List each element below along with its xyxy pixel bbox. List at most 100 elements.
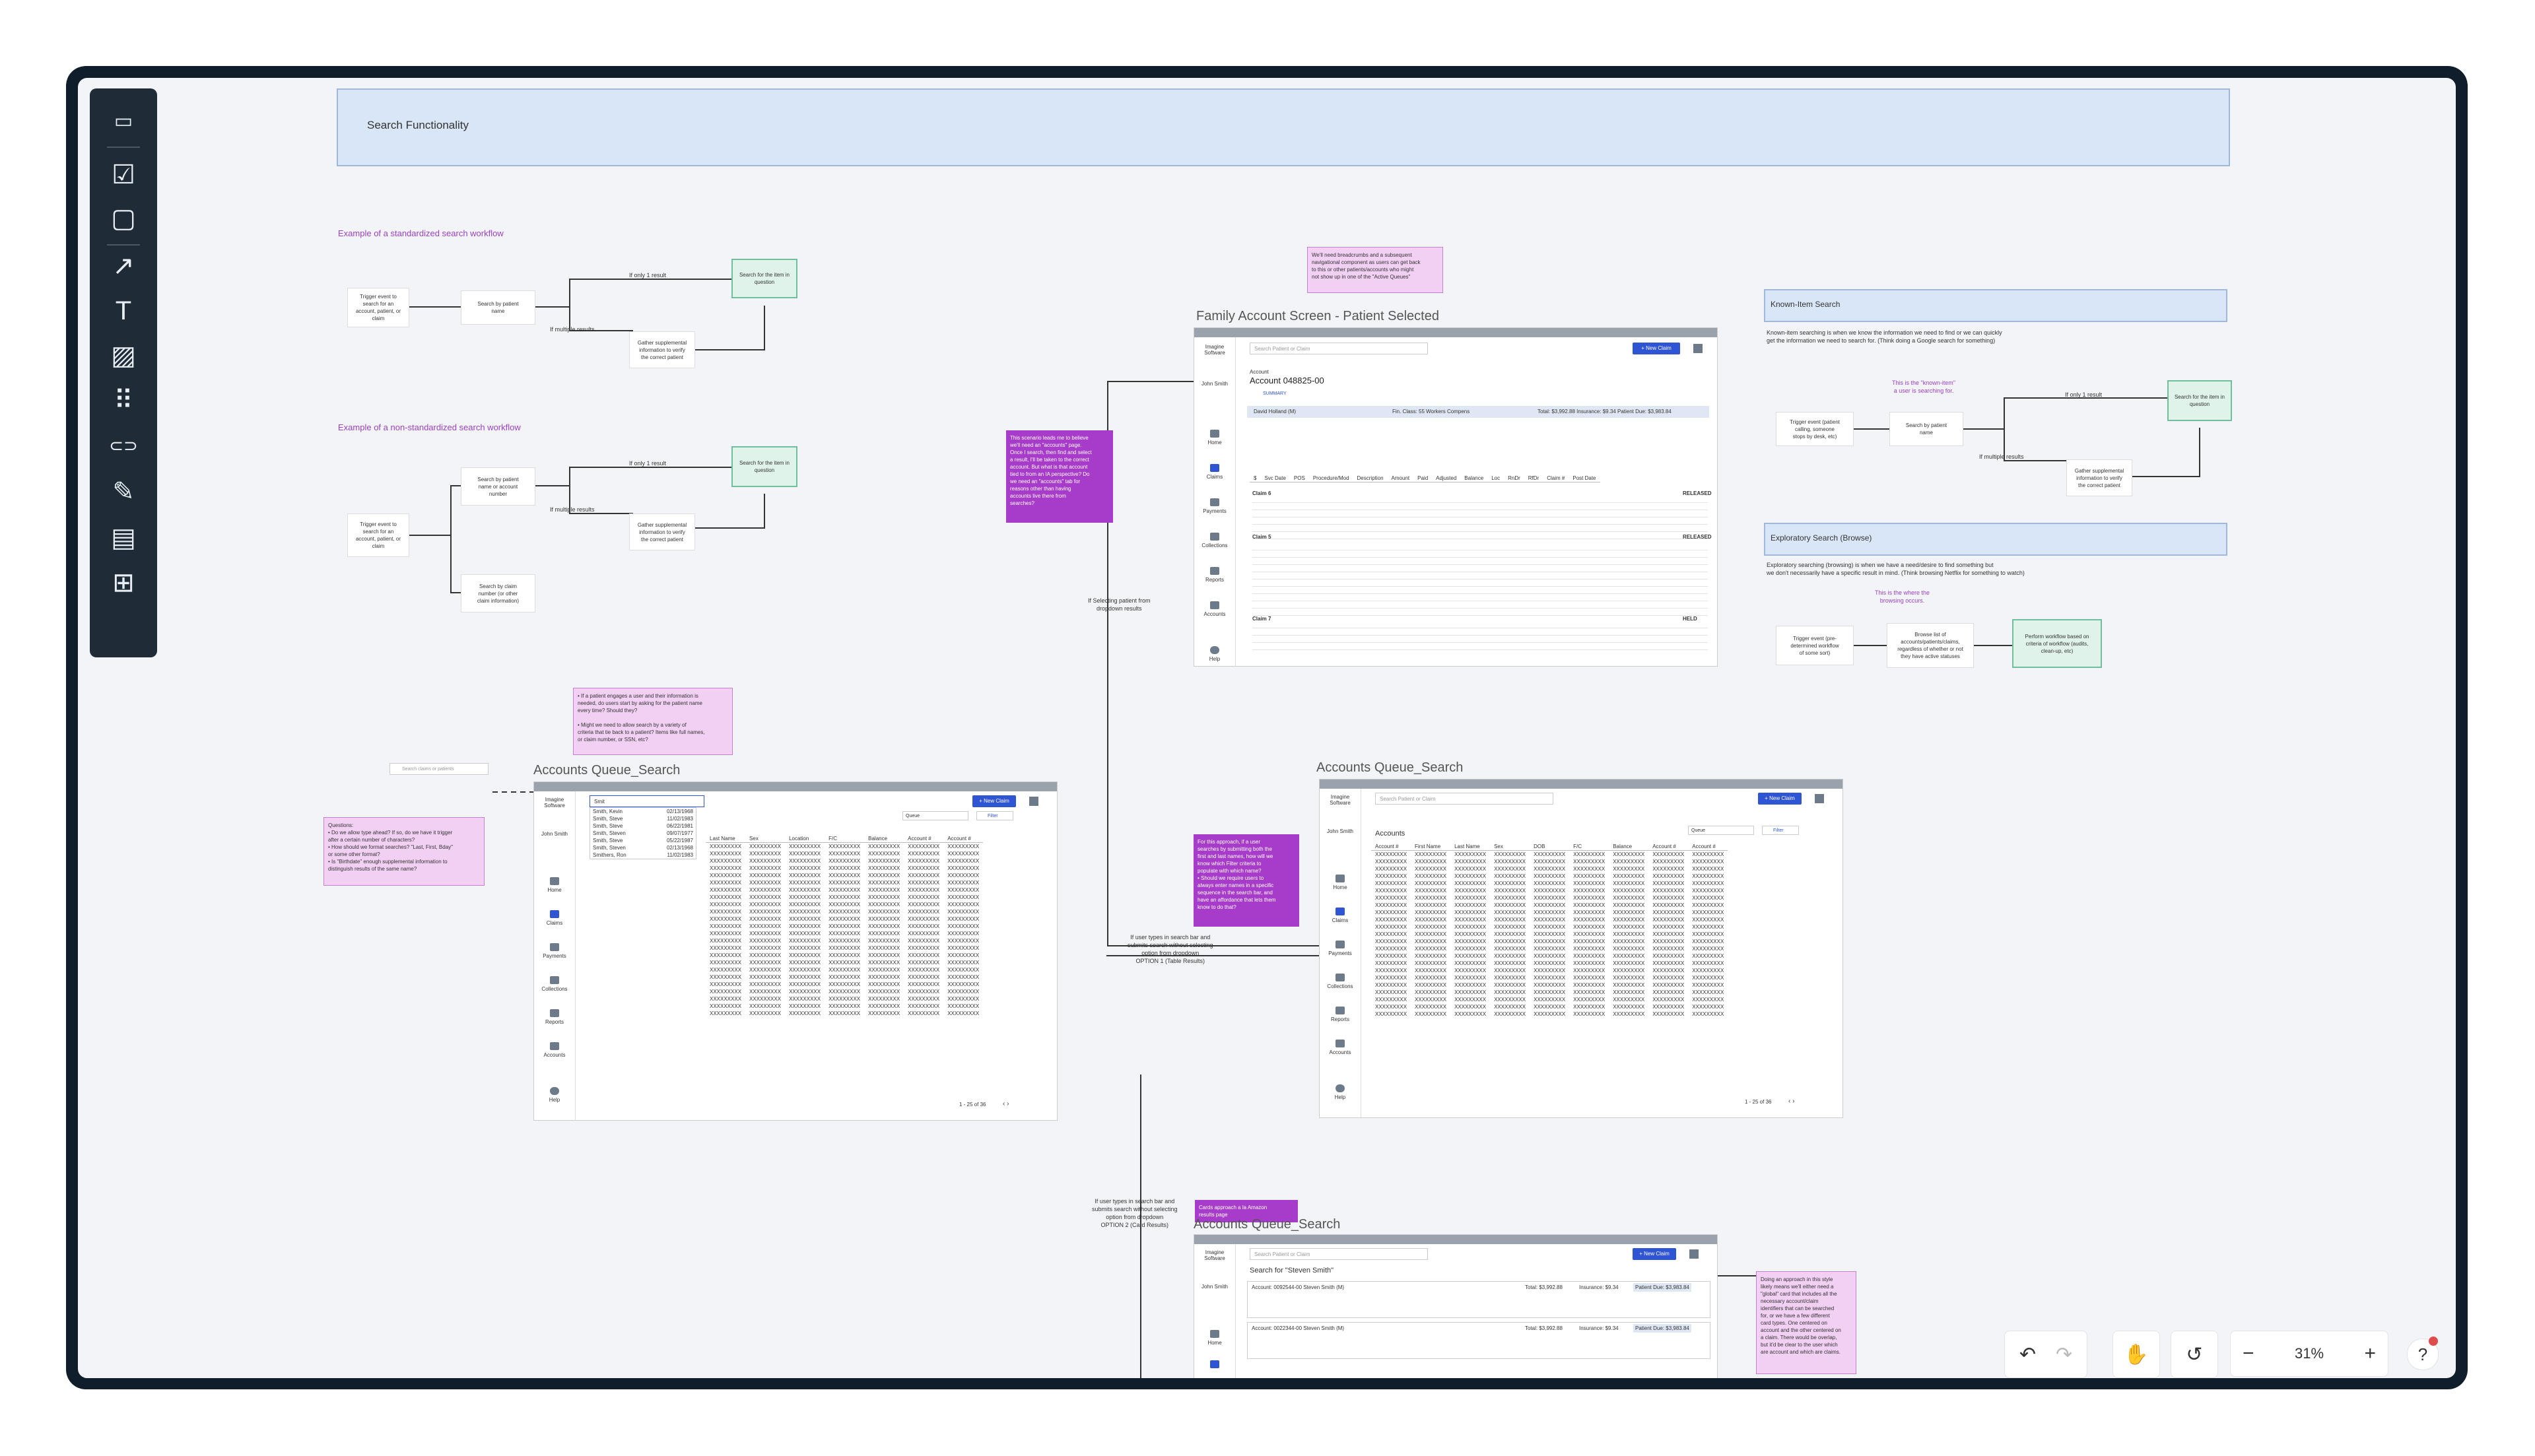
column-header[interactable]: DOB — [1530, 843, 1570, 851]
nav-payments[interactable]: Payments — [1194, 498, 1235, 514]
column-header[interactable]: Balance — [864, 835, 904, 843]
exploratory-browse-node[interactable]: Browse list of accounts/patients/claims,… — [1887, 623, 1974, 668]
nav-home[interactable]: Home — [534, 877, 575, 893]
add-icon[interactable]: ⊞ — [112, 568, 135, 597]
nav-collections[interactable]: Collections — [534, 976, 575, 992]
sticky-patient-engages[interactable]: • If a patient engages a user and their … — [573, 688, 733, 755]
queue3-new-claim-button[interactable]: + New Claim — [1633, 1248, 1676, 1260]
claim-5-label[interactable]: Claim 5 — [1252, 534, 1271, 540]
nav-claims[interactable]: Claims — [534, 910, 575, 926]
sticky-breadcrumbs[interactable]: We'll need breadcrumbs and a subsequent … — [1307, 247, 1443, 293]
nonstandard-trigger-node[interactable]: Trigger event to search for an account, … — [347, 513, 409, 557]
family-new-claim-button[interactable]: + New Claim — [1633, 343, 1680, 354]
help-button[interactable]: ? — [2407, 1337, 2439, 1370]
nav-home[interactable]: Home — [1194, 430, 1235, 446]
frame-tool-icon[interactable]: ▤ — [111, 523, 136, 552]
nav-home[interactable]: Home — [1194, 1330, 1235, 1346]
column-header[interactable]: POS — [1289, 475, 1309, 482]
nav-accounts[interactable]: Accounts — [1320, 1040, 1361, 1055]
zoom-in-icon[interactable]: + — [2364, 1342, 2376, 1364]
filter-button[interactable]: Filter — [1762, 826, 1799, 835]
column-header[interactable]: Account # — [1371, 843, 1411, 851]
mini-search-input[interactable]: Search claims or patients — [389, 763, 489, 775]
column-header[interactable]: Sex — [1490, 843, 1530, 851]
nav-accounts[interactable]: Accounts — [534, 1042, 575, 1058]
nav-collections[interactable]: Collections — [1194, 533, 1235, 548]
column-header[interactable]: Balance — [1460, 475, 1488, 482]
history-button[interactable]: ↺ — [2171, 1331, 2218, 1378]
sticky-cards-approach[interactable]: Cards approach a la Amazon results page — [1195, 1200, 1298, 1222]
queue1-search-input[interactable]: Smit — [590, 795, 704, 807]
known-search-node[interactable]: Search by patient name — [1889, 412, 1963, 446]
column-header[interactable]: Claim # — [1543, 475, 1569, 482]
filter-button[interactable]: Filter — [976, 811, 1013, 820]
result-card[interactable]: Account: 0022344-00 Steven Smith (M) Tot… — [1247, 1322, 1710, 1359]
text-tool-icon[interactable]: T — [115, 296, 132, 325]
nav-user[interactable]: John Smith — [1201, 1284, 1229, 1290]
task-card-icon[interactable]: ☑ — [112, 160, 135, 189]
column-header[interactable]: Location — [785, 835, 825, 843]
queue2-search-input[interactable]: Search Patient or Claim — [1375, 793, 1553, 805]
exploratory-trigger-node[interactable]: Trigger event (pre- determined workflow … — [1776, 626, 1854, 665]
column-header[interactable]: Adjusted — [1432, 475, 1461, 482]
column-header[interactable]: F/C — [1569, 843, 1609, 851]
known-result-node[interactable]: Search for the item in question — [2167, 380, 2232, 421]
queue3-frame[interactable]: Imagine Software John Smith Home Search … — [1194, 1234, 1718, 1378]
column-header[interactable]: Svc Date — [1260, 475, 1290, 482]
column-header[interactable]: F/C — [825, 835, 865, 843]
column-header[interactable]: Last Name — [706, 835, 746, 843]
nav-collections[interactable]: Collections — [1320, 974, 1361, 989]
nav-claims[interactable]: Claims — [1320, 908, 1361, 923]
queue2-new-claim-button[interactable]: + New Claim — [1758, 793, 1802, 805]
queue2-frame[interactable]: Imagine Software John Smith Home Claims … — [1319, 779, 1843, 1118]
known-gather-node[interactable]: Gather supplemental information to verif… — [2066, 459, 2132, 496]
apps-grid-icon[interactable] — [1815, 794, 1824, 803]
nav-payments[interactable]: Payments — [1320, 941, 1361, 956]
queue1-frame[interactable]: Imagine Software John Smith Home Claims … — [533, 781, 1058, 1121]
nonstandard-result-node[interactable]: Search for the item in question — [731, 446, 797, 487]
column-header[interactable]: Account # — [943, 835, 984, 843]
browser-frame-icon[interactable]: ▢ — [111, 204, 136, 233]
column-header[interactable]: Account # — [1648, 843, 1689, 851]
column-header[interactable]: Balance — [1609, 843, 1649, 851]
nav-user[interactable]: John Smith — [541, 831, 568, 837]
link-tool-icon[interactable]: ⊂⊃ — [109, 435, 138, 455]
sticky-name-sequence[interactable]: For this approach, if a user searches by… — [1194, 834, 1299, 927]
standard-result-node[interactable]: Search for the item in question — [731, 259, 797, 298]
column-header[interactable]: Paid — [1413, 475, 1433, 482]
pager-arrows[interactable]: ‹ › — [1003, 1100, 1009, 1108]
